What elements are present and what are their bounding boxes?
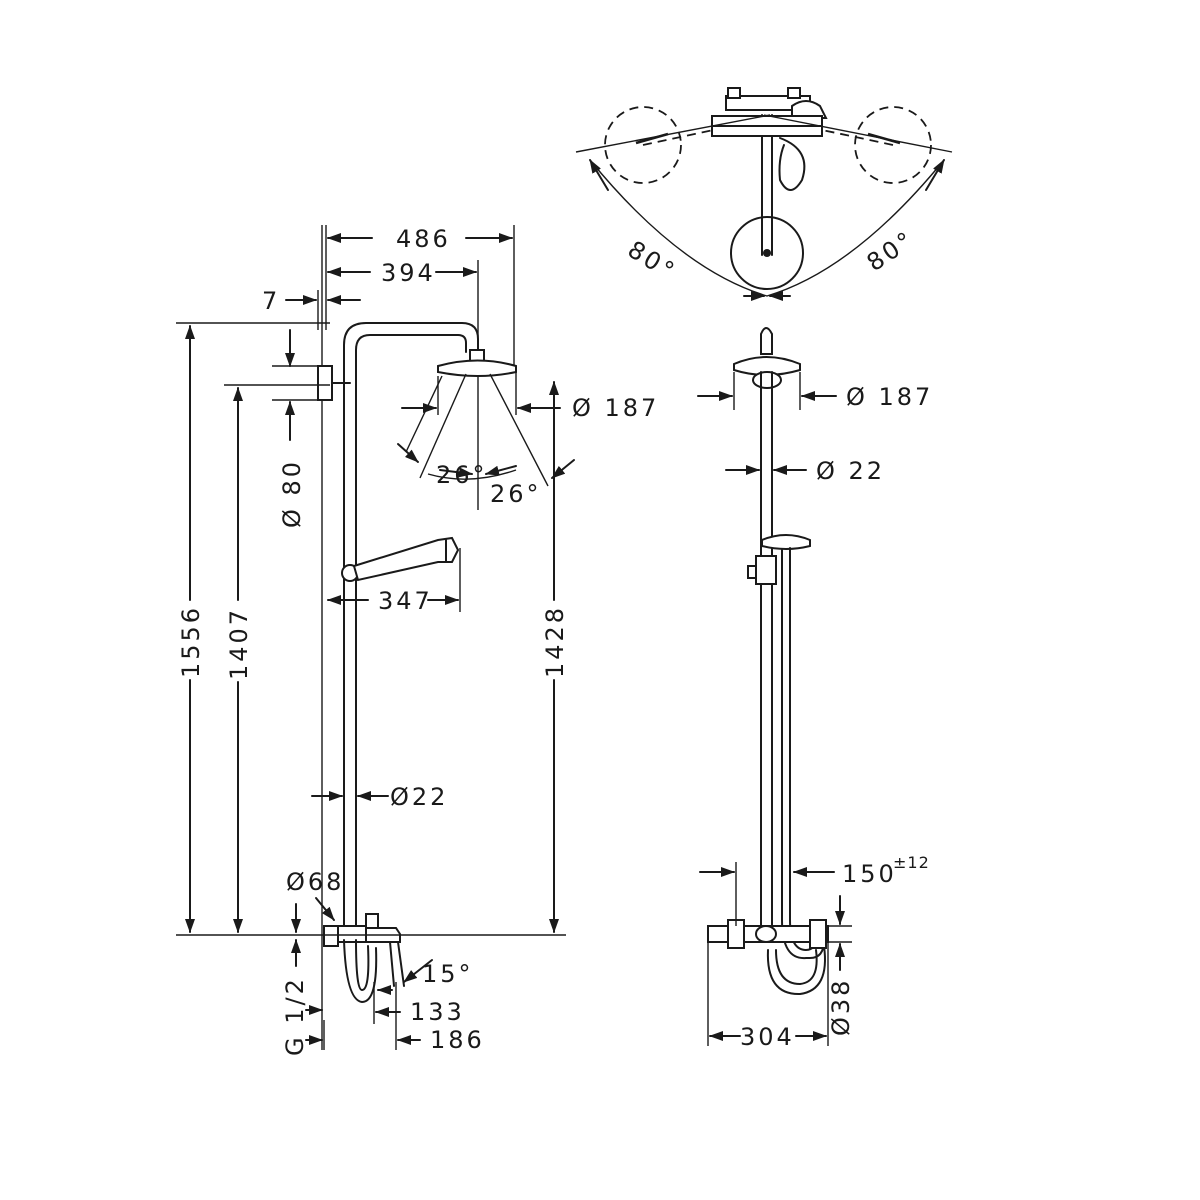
side-hand-shower <box>747 534 811 585</box>
dim-133-label: 133 <box>410 998 465 1026</box>
wall-bracket-top <box>317 365 333 401</box>
dim-394-label: 394 <box>381 259 436 287</box>
side-dim-150-tolerance: ±12 <box>893 853 930 872</box>
spray-center-arrow-b <box>485 465 517 476</box>
side-dim-22-label: Ø 22 <box>816 457 885 485</box>
dim-80-label: Ø 80 <box>278 459 306 528</box>
dim-486-label: 486 <box>396 225 451 253</box>
dim-7-label: 7 <box>262 287 280 315</box>
dim-15-label: 15° <box>422 960 474 988</box>
side-view: Ø 187 Ø 22 150 ±12 Ø38 304 <box>697 327 933 1051</box>
swivel-arrow-left <box>589 159 609 191</box>
dim-1556-label: 1556 <box>177 605 205 678</box>
top-view: 80° 80° <box>575 87 953 301</box>
side-dim-150-label: 150 <box>842 860 897 888</box>
shower-hose <box>343 939 378 1003</box>
dim-347-label: 347 <box>378 587 433 615</box>
side-dim-304-label: 304 <box>740 1023 795 1051</box>
spray-center-arrow-a <box>439 467 473 478</box>
side-head-nozzle <box>760 327 773 355</box>
spray-angle-right-label: 26° <box>490 480 542 508</box>
front-view: 26° 26° 486 39 <box>176 225 659 1056</box>
dim-rail-22-label: Ø22 <box>390 783 448 811</box>
spray-angle-lines <box>405 373 549 510</box>
bath-spout <box>389 941 405 987</box>
dim-g12-label: G 1/2 <box>281 976 309 1056</box>
mixer-body <box>323 913 401 947</box>
swivel-right-label: 80° <box>862 225 920 277</box>
spray-dim-arrow-right <box>551 459 575 479</box>
side-dim-38-label: Ø38 <box>827 978 855 1036</box>
swivel-position-left <box>604 106 682 184</box>
dim-186-label: 186 <box>430 1026 485 1054</box>
overhead-shower-head <box>437 349 517 377</box>
dim-1407-label: 1407 <box>225 607 253 680</box>
side-hose <box>781 574 825 960</box>
swivel-arrow-right <box>925 159 945 191</box>
hand-shower <box>341 536 460 582</box>
dim-68-leader <box>315 897 335 921</box>
spray-angle-left-label: 26° <box>436 461 488 489</box>
side-dim-187-label: Ø 187 <box>846 383 933 411</box>
side-overhead-shower <box>733 356 801 389</box>
hose-top-view <box>778 137 806 191</box>
swivel-position-right <box>854 106 932 184</box>
spray-dim-arrow-left <box>397 443 419 463</box>
swivel-arc <box>589 159 945 297</box>
shower-rail <box>343 322 479 936</box>
dim-68-label: Ø68 <box>286 868 344 896</box>
side-mixer <box>707 919 829 949</box>
mixer-top-view <box>711 87 828 137</box>
dim-head-187-label: Ø 187 <box>572 394 659 422</box>
head-position-center <box>730 216 804 290</box>
dim-1428-label: 1428 <box>541 605 569 678</box>
dim-15-arrow <box>403 959 433 983</box>
